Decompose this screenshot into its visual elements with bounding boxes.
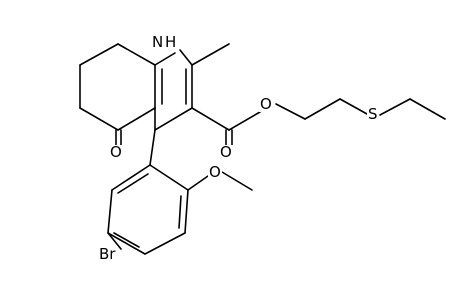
bond xyxy=(304,98,341,120)
bond xyxy=(113,232,140,248)
bond xyxy=(275,103,306,120)
bond xyxy=(107,189,113,234)
bond xyxy=(154,107,193,131)
bond xyxy=(117,43,156,66)
atom-label-sulfur: S xyxy=(367,105,379,123)
bond xyxy=(144,232,186,255)
bond xyxy=(107,232,122,250)
bond xyxy=(79,43,119,66)
bond xyxy=(154,52,176,66)
atom-label-nh-h: H xyxy=(164,33,178,51)
bond xyxy=(409,98,446,120)
bond xyxy=(149,129,156,166)
atom-label-methoxy-o: O xyxy=(208,163,222,181)
bond xyxy=(117,173,149,194)
atom-label-ester-o: O xyxy=(259,95,273,113)
bond xyxy=(184,189,189,234)
bond xyxy=(178,195,182,229)
bond xyxy=(191,43,230,66)
bond xyxy=(379,98,411,116)
bond xyxy=(149,164,189,191)
bond xyxy=(221,171,253,191)
bond xyxy=(107,232,146,255)
bond xyxy=(179,49,193,66)
bond xyxy=(187,175,209,191)
atom-label-ketone-o: O xyxy=(109,143,123,161)
bond xyxy=(191,107,230,131)
bond xyxy=(228,111,261,131)
bond xyxy=(79,107,119,131)
atom-label-bromine: Br xyxy=(98,245,117,263)
bond xyxy=(111,164,151,191)
atom-label-nh-n: N xyxy=(151,33,165,51)
bond xyxy=(339,98,368,115)
atom-label-carbonyl-o: O xyxy=(219,143,233,161)
bond xyxy=(117,107,156,131)
